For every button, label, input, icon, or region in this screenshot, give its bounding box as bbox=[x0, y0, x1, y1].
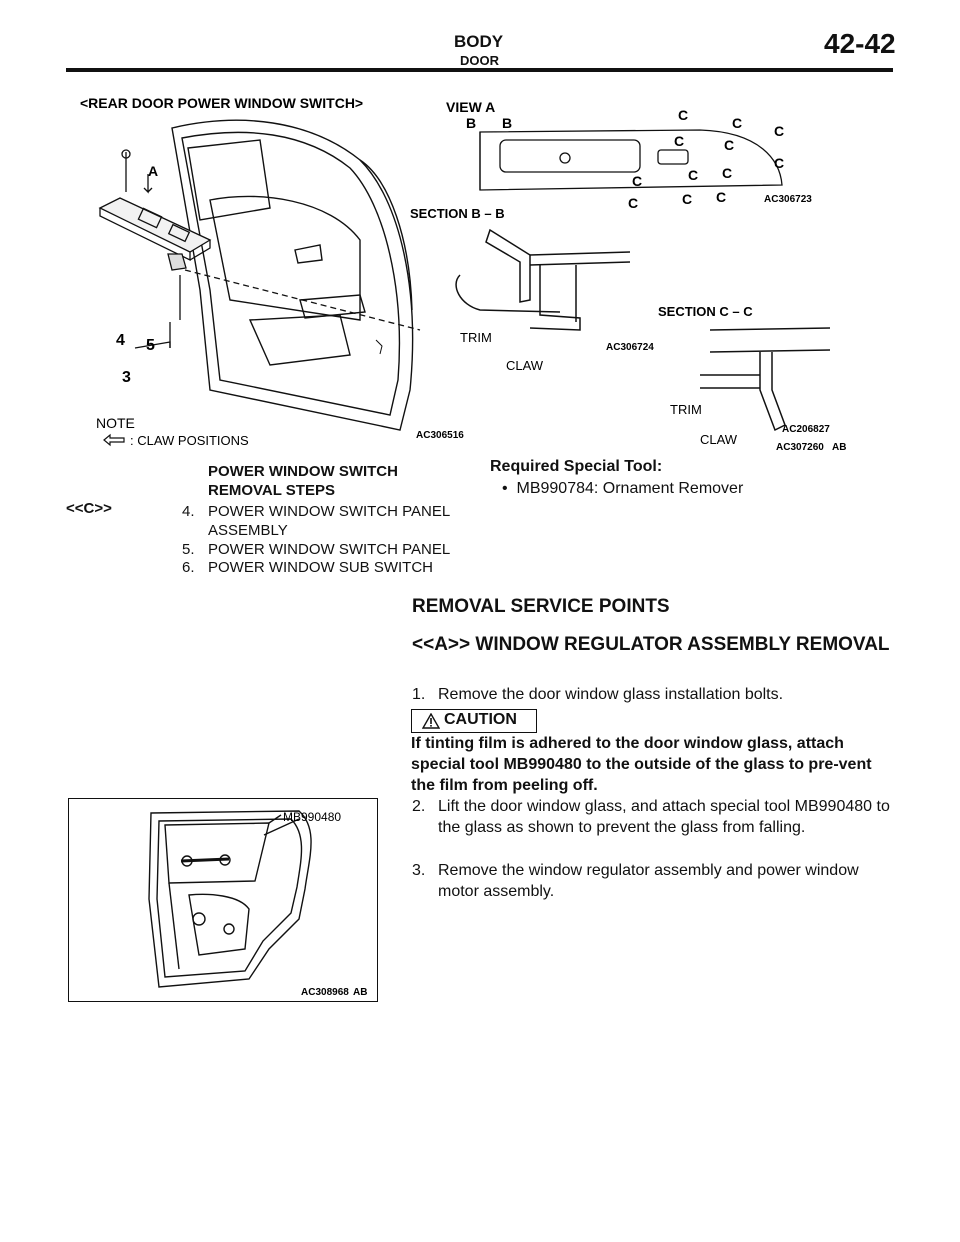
step-number: 1. bbox=[412, 686, 426, 703]
section-b-label-1: B bbox=[466, 115, 476, 131]
step-number: 4. bbox=[182, 503, 195, 520]
switch-removal-figure: <REAR DOOR POWER WINDOW SWITCH> A 4 5 3 … bbox=[80, 95, 846, 453]
trim-label-cc: TRIM bbox=[670, 402, 702, 417]
step-number: 2. bbox=[412, 798, 426, 815]
removal-step: 6. POWER WINDOW SUB SWITCH bbox=[182, 558, 482, 577]
figure-code-6: AC308968 bbox=[301, 987, 349, 998]
special-tool-heading: Required Special Tool: bbox=[490, 458, 663, 475]
service-points-heading: REMOVAL SERVICE POINTS bbox=[412, 596, 670, 617]
removal-step: 5. POWER WINDOW SWITCH PANEL bbox=[182, 540, 482, 559]
step-text: POWER WINDOW SWITCH PANEL ASSEMBLY bbox=[208, 503, 450, 539]
header-subtitle: DOOR bbox=[460, 53, 499, 68]
section-cc-illustration bbox=[700, 327, 831, 432]
claw-c-label-5: C bbox=[774, 123, 784, 139]
step-text: Lift the door window glass, and attach s… bbox=[438, 798, 890, 836]
label-4: 4 bbox=[116, 332, 125, 349]
claw-c-label-4: C bbox=[724, 137, 734, 153]
figure-code-4: AC206827 bbox=[782, 424, 830, 435]
figure-code-6-suffix: AB bbox=[353, 987, 367, 998]
section-cc-label: SECTION C – C bbox=[658, 304, 753, 319]
claw-c-label-9: C bbox=[722, 165, 732, 181]
claw-c-label-11: C bbox=[682, 191, 692, 207]
note-legend: : CLAW POSITIONS bbox=[130, 433, 249, 448]
switch-parts-illustration bbox=[98, 149, 421, 349]
figure-code-2: AC306723 bbox=[764, 194, 812, 205]
claw-c-label-7: C bbox=[632, 173, 642, 189]
service-step: 1. Remove the door window glass installa… bbox=[412, 684, 892, 705]
label-5: 5 bbox=[146, 337, 155, 354]
step-number: 5. bbox=[182, 541, 195, 558]
note-label: NOTE bbox=[96, 415, 135, 431]
section-bb-illustration bbox=[455, 228, 631, 331]
claw-c-label-6: C bbox=[774, 155, 784, 171]
caution-label: CAUTION bbox=[444, 711, 517, 728]
claw-c-label-8: C bbox=[688, 167, 698, 183]
step-number: 6. bbox=[182, 559, 195, 576]
claw-label-bb: CLAW bbox=[506, 358, 544, 373]
claw-c-label-10: C bbox=[628, 195, 638, 211]
claw-c-label-12: C bbox=[716, 189, 726, 205]
bullet-icon: • bbox=[502, 480, 517, 497]
view-a-label: VIEW A bbox=[446, 99, 495, 115]
page-number: 42-42 bbox=[824, 28, 896, 59]
label-3: 3 bbox=[122, 369, 131, 386]
service-subheading: <<A>> WINDOW REGULATOR ASSEMBLY REMOVAL bbox=[412, 634, 890, 655]
section-b-label-2: B bbox=[502, 115, 512, 131]
claw-label-cc: CLAW bbox=[700, 432, 738, 447]
label-a: A bbox=[148, 163, 158, 179]
claw-arrow-icon bbox=[103, 433, 125, 447]
rear-door-illustration bbox=[171, 119, 414, 431]
door-glass-illustration: MB990480 AC308968 AB bbox=[148, 810, 367, 998]
warning-triangle-icon bbox=[422, 713, 440, 729]
service-step: 2. Lift the door window glass, and attac… bbox=[412, 796, 892, 838]
figure-caption: <REAR DOOR POWER WINDOW SWITCH> bbox=[80, 95, 363, 111]
section-bb-label: SECTION B – B bbox=[410, 206, 505, 221]
claw-c-label-3: C bbox=[674, 133, 684, 149]
step-service-tag: <<C>> bbox=[66, 500, 112, 517]
figure-code-5: AC307260 bbox=[776, 442, 824, 453]
removal-steps-heading: POWER WINDOW SWITCH REMOVAL STEPS bbox=[208, 463, 398, 499]
step-text: Remove the door window glass installatio… bbox=[438, 686, 784, 703]
step-text: POWER WINDOW SWITCH PANEL bbox=[208, 541, 451, 558]
service-step: 3. Remove the window regulator assembly … bbox=[412, 860, 892, 902]
figure-code-3: AC306724 bbox=[606, 342, 654, 353]
trim-label-bb: TRIM bbox=[460, 330, 492, 345]
claw-c-label-2: C bbox=[732, 115, 742, 131]
header-title: BODY bbox=[454, 32, 504, 51]
step-text: POWER WINDOW SUB SWITCH bbox=[208, 559, 433, 576]
figure-code-1: AC306516 bbox=[416, 430, 464, 441]
door-glass-figure: MB990480 AC308968 AB bbox=[68, 798, 378, 1002]
step-number: 3. bbox=[412, 862, 426, 879]
caution-badge: CAUTION bbox=[411, 709, 537, 733]
figure-code-5-suffix: AB bbox=[832, 442, 846, 453]
removal-step: 4. POWER WINDOW SWITCH PANEL ASSEMBLY bbox=[182, 502, 482, 540]
special-tool-text: MB990784: Ornament Remover bbox=[516, 480, 744, 497]
special-tool-item: • MB990784: Ornament Remover bbox=[502, 480, 743, 498]
header-rule bbox=[66, 68, 893, 72]
claw-c-label-1: C bbox=[678, 107, 688, 123]
step-text: Remove the window regulator assembly and… bbox=[438, 862, 859, 900]
caution-text: If tinting film is adhered to the door w… bbox=[411, 735, 872, 794]
tool-label: MB990480 bbox=[283, 810, 341, 824]
view-a-illustration bbox=[479, 129, 783, 191]
